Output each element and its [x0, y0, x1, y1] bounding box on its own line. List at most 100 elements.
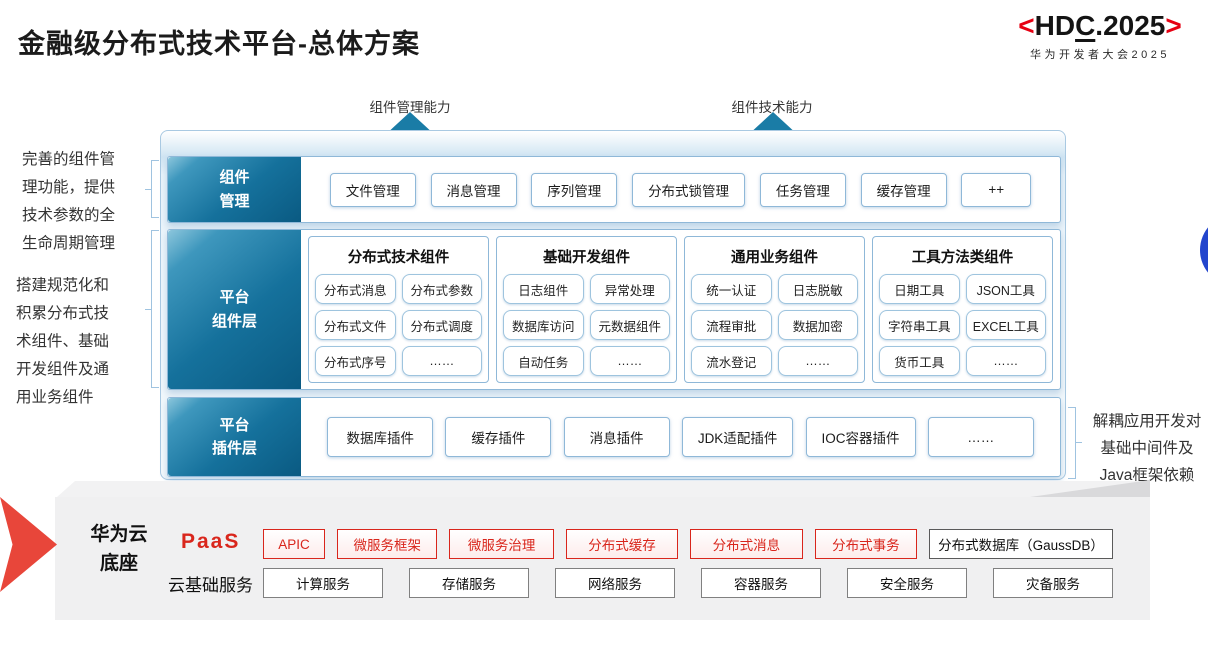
note-line: 生命周期管理	[22, 234, 116, 252]
component-cell-ellipsis: ……	[401, 346, 482, 376]
note-line: 解耦应用开发对	[1092, 413, 1202, 430]
component-cell-ellipsis: ……	[589, 346, 670, 376]
paas-services-row: APIC 微服务框架 微服务治理 分布式缓存 分布式消息 分布式事务 分布式数据…	[263, 529, 1114, 559]
group-title: 基础开发组件	[543, 250, 630, 266]
item-box: 分布式锁管理	[632, 172, 746, 207]
item-box: 消息管理	[430, 172, 517, 207]
hdc-logo-subtitle: 华为开发者大会2025	[1030, 49, 1170, 61]
label-line: 组件	[219, 169, 250, 187]
component-cell: 字符串工具	[879, 310, 960, 340]
group-grid: 分布式消息 分布式参数 分布式文件 分布式调度 分布式序号 ……	[315, 274, 482, 376]
paas-service-box: 微服务框架	[337, 529, 438, 559]
component-cell: 数据加密	[777, 310, 858, 340]
item-box: 任务管理	[759, 172, 846, 207]
hdc-head: HD	[1034, 10, 1076, 41]
layer-component-management: 组件 管理 文件管理 消息管理 序列管理 分布式锁管理 任务管理 缓存管理 ++	[167, 156, 1061, 223]
note-line: 积累分布式技	[16, 304, 110, 322]
group-grid: 日期工具 JSON工具 字符串工具 EXCEL工具 货币工具 ……	[879, 274, 1046, 376]
platform-plugins-items: 数据库插件 缓存插件 消息插件 JDK适配插件 IOC容器插件 ……	[301, 398, 1060, 476]
cloud-service-box: 容器服务	[701, 568, 821, 598]
component-cell: 分布式参数	[401, 274, 482, 304]
plugin-box: 消息插件	[563, 417, 670, 457]
note-platform-components: 搭建规范化和 积累分布式技 术组件、基础 开发组件及通 用业务组件	[16, 272, 154, 411]
layer-label-platform-components: 平台 组件层	[168, 230, 301, 389]
cloud-service-box: 存储服务	[409, 568, 529, 598]
component-groups: 分布式技术组件 分布式消息 分布式参数 分布式文件 分布式调度 分布式序号 ………	[301, 230, 1060, 389]
note-line: 完善的组件管	[22, 151, 116, 168]
hdc-right-bracket: >	[1165, 10, 1182, 41]
plugin-box: IOC容器插件	[805, 417, 916, 457]
plugin-box: JDK适配插件	[681, 417, 794, 457]
right-bracket-plugins	[1068, 407, 1076, 479]
arrow-label-technology: 组件技术能力	[731, 100, 813, 115]
platform-architecture-frame: 组件 管理 文件管理 消息管理 序列管理 分布式锁管理 任务管理 缓存管理 ++…	[160, 130, 1066, 480]
component-cell: 分布式消息	[315, 274, 396, 304]
component-cell: 异常处理	[589, 274, 670, 304]
huawei-cloud-base-label: 华为云 底座	[73, 521, 165, 578]
note-line: 理功能，提供	[22, 178, 116, 196]
component-cell: 分布式文件	[315, 310, 396, 340]
note-line: 技术参数的全	[22, 206, 116, 224]
paas-service-box: 分布式缓存	[565, 529, 679, 559]
plugin-box-ellipsis: ……	[927, 417, 1034, 457]
cloud-service-box: 计算服务	[263, 568, 383, 598]
component-cell: 分布式调度	[401, 310, 482, 340]
note-line: 开发组件及通	[16, 360, 110, 378]
plugin-box: 缓存插件	[445, 417, 552, 457]
component-cell-ellipsis: ……	[777, 346, 858, 376]
bracket-tick	[1076, 442, 1082, 443]
note-line: 基础中间件及	[1100, 440, 1194, 458]
note-line: 术组件、基础	[16, 332, 110, 350]
group-grid: 统一认证 日志脱敏 流程审批 数据加密 流水登记 ……	[691, 274, 858, 376]
cloud-service-box: 安全服务	[847, 568, 967, 598]
hdc-2025-logo: <HDC.2025> 华为开发者大会2025	[1000, 10, 1200, 62]
component-cell: 元数据组件	[589, 310, 670, 340]
note-line: 搭建规范化和	[16, 277, 110, 294]
paas-service-box: APIC	[263, 529, 325, 559]
edge-circle-decoration	[1200, 214, 1208, 286]
note-component-management: 完善的组件管 理功能，提供 技术参数的全 生命周期管理	[22, 146, 154, 258]
paas-service-box: 微服务治理	[449, 529, 554, 559]
component-cell: 数据库访问	[503, 310, 584, 340]
label-line: 华为云	[90, 524, 148, 545]
paas-gaussdb-box: 分布式数据库（GaussDB）	[929, 529, 1114, 559]
component-management-items: 文件管理 消息管理 序列管理 分布式锁管理 任务管理 缓存管理 ++	[301, 157, 1060, 222]
component-cell: 货币工具	[879, 346, 960, 376]
cloud-service-box: 网络服务	[555, 568, 675, 598]
label-line: 插件层	[211, 440, 257, 457]
component-cell: EXCEL工具	[965, 310, 1046, 340]
hdc-tail: .2025	[1095, 10, 1166, 41]
component-cell: 流程审批	[691, 310, 772, 340]
component-cell: 日志组件	[503, 274, 584, 304]
bracket-tick	[145, 189, 151, 190]
component-cell: 自动任务	[503, 346, 584, 376]
group-grid: 日志组件 异常处理 数据库访问 元数据组件 自动任务 ……	[503, 274, 670, 376]
left-bracket-row1	[151, 160, 159, 218]
group-distributed-tech: 分布式技术组件 分布式消息 分布式参数 分布式文件 分布式调度 分布式序号 ……	[308, 236, 489, 383]
note-line: 用业务组件	[16, 388, 94, 406]
layer-label-component-management: 组件 管理	[168, 157, 301, 222]
note-decouple-dependency: 解耦应用开发对 基础中间件及 Java框架依赖	[1085, 408, 1208, 489]
label-line: 管理	[219, 192, 250, 210]
component-cell: 统一认证	[691, 274, 772, 304]
plugin-box: 数据库插件	[327, 417, 434, 457]
paas-service-box: 分布式消息	[690, 529, 803, 559]
page-title: 金融级分布式技术平台-总体方案	[18, 29, 420, 59]
component-cell: JSON工具	[965, 274, 1046, 304]
item-box: 文件管理	[329, 172, 416, 207]
component-cell: 日期工具	[879, 274, 960, 304]
panel-top-face	[57, 481, 1150, 497]
group-title: 工具方法类组件	[911, 250, 1014, 266]
label-line: 底座	[99, 552, 138, 574]
left-bracket-row2	[151, 230, 159, 388]
note-line: Java框架依赖	[1099, 467, 1195, 485]
hdc-left-bracket: <	[1018, 10, 1035, 41]
arrow-label-management: 组件管理能力	[369, 100, 451, 115]
hdc-underlined-c: C	[1075, 10, 1096, 41]
hdc-logo-text: <HDC.2025>	[1000, 10, 1200, 42]
cloud-basic-services-label: 云基础服务	[168, 576, 253, 595]
cloud-basic-services-row: 计算服务 存储服务 网络服务 容器服务 安全服务 灾备服务	[263, 568, 1113, 598]
component-cell: 分布式序号	[315, 346, 396, 376]
layer-platform-plugins: 平台 插件层 数据库插件 缓存插件 消息插件 JDK适配插件 IOC容器插件 ……	[167, 397, 1061, 477]
component-cell: 日志脱敏	[777, 274, 858, 304]
